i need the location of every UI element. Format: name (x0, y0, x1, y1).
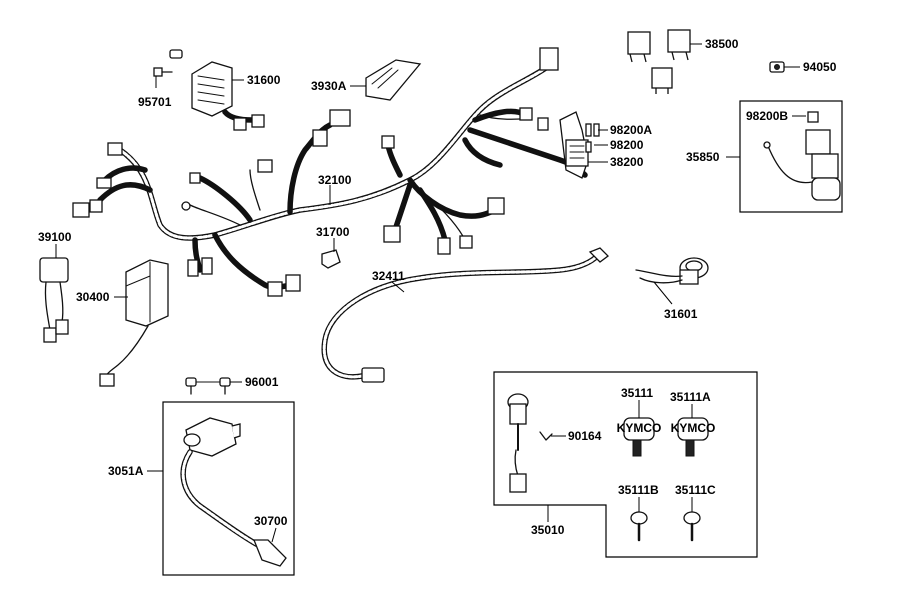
fuse-box-38200 (559, 111, 600, 179)
label-31601: 31601 (664, 307, 698, 321)
label-31600: 31600 (247, 73, 281, 87)
label-38200: 38200 (610, 155, 644, 169)
cable-32411 (321, 247, 609, 383)
relays-38500 (627, 29, 691, 94)
key-35111A: KYMCO (671, 417, 716, 457)
label-98200A: 98200A (610, 123, 652, 137)
ecu-30400 (99, 259, 169, 387)
label-32411: 32411 (372, 269, 405, 283)
starter-relay-35850 (763, 111, 841, 201)
key-35111B (630, 511, 648, 542)
cdi-unit-3930A (365, 59, 422, 101)
label-94050: 94050 (803, 60, 837, 74)
label-95701: 95701 (138, 95, 172, 109)
ignition-coil-frame (162, 401, 295, 576)
ignition-coil-3051A (180, 417, 287, 567)
label-98200B: 98200B (746, 109, 788, 123)
label-31700: 31700 (316, 225, 350, 239)
spring-pin-90164 (539, 431, 553, 441)
label-90164: 90164 (568, 429, 602, 443)
label-35111: 35111 (621, 386, 653, 400)
regulator-31600 (191, 61, 265, 131)
nut-94050 (769, 61, 785, 73)
bolt-95701 (153, 49, 183, 77)
key-logo-text-2: KYMCO (671, 421, 716, 435)
ignition-switch-31601 (635, 257, 709, 285)
label-96001: 96001 (245, 375, 279, 389)
key-35111C (683, 511, 701, 542)
label-3051A: 3051A (108, 464, 144, 478)
label-38500: 38500 (705, 37, 739, 51)
label-35010: 35010 (531, 523, 565, 537)
flasher-39100 (39, 257, 69, 343)
label-39100: 39100 (38, 230, 72, 244)
harness-connectors (72, 47, 559, 297)
label-98200: 98200 (610, 138, 644, 152)
label-35850: 35850 (686, 150, 720, 164)
label-35111B: 35111B (618, 483, 659, 497)
label-3930A: 3930A (311, 79, 347, 93)
part-31700 (321, 249, 341, 269)
label-30700: 30700 (254, 514, 288, 528)
leader-lines (55, 43, 806, 543)
label-35111C: 35111C (675, 483, 716, 497)
bolts-96001 (185, 377, 231, 395)
key-35111: KYMCO (617, 417, 662, 457)
key-logo-text: KYMCO (617, 421, 662, 435)
part-number-labels: 95701 31600 3930A 38500 94050 98200B 358… (38, 37, 837, 537)
label-35111A: 35111A (670, 390, 711, 404)
seat-lock-35010 (507, 393, 529, 493)
label-32100: 32100 (318, 173, 352, 187)
key-set-frame (493, 371, 758, 558)
label-30400: 30400 (76, 290, 110, 304)
